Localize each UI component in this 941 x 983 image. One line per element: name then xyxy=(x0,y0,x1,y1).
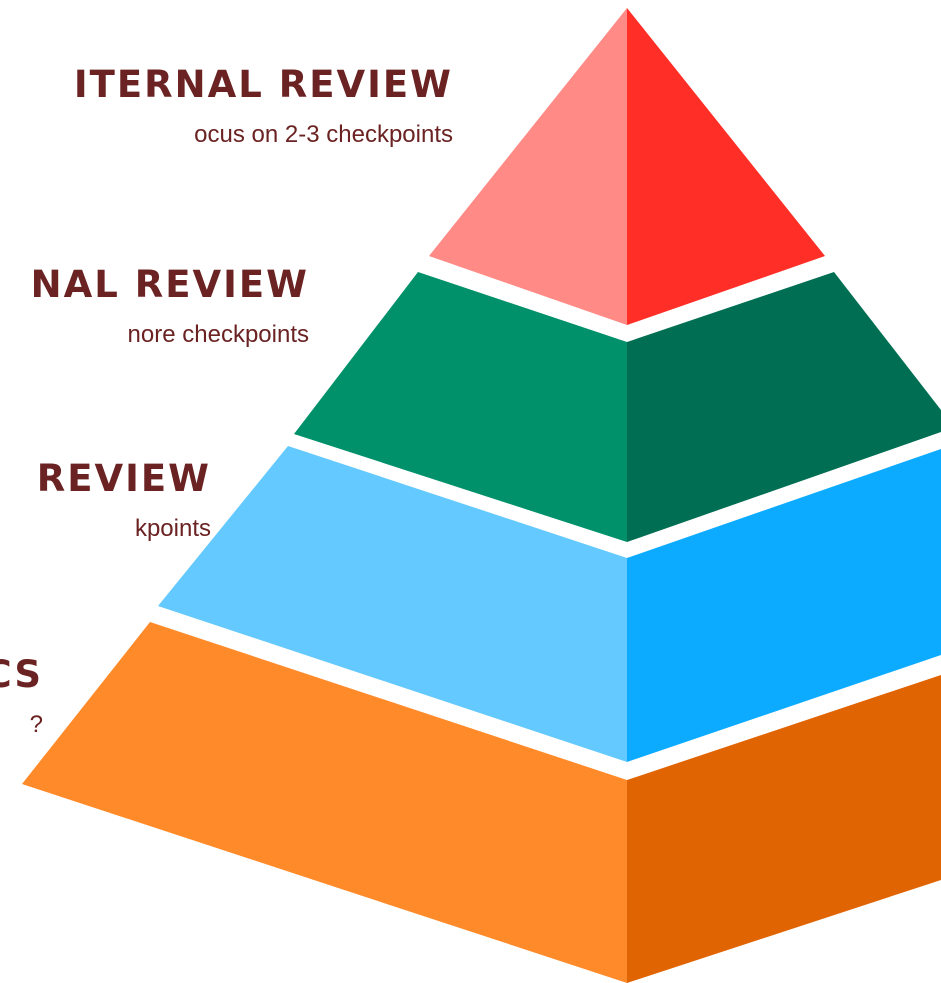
level-3-description: kpoints xyxy=(134,515,211,542)
level-3-face-right xyxy=(627,449,941,762)
level-4-label: CS ? xyxy=(0,652,43,740)
level-1-face-left xyxy=(429,8,627,325)
level-1-title: ITERNAL REVIEW xyxy=(73,63,453,106)
level-4-description: ? xyxy=(29,711,43,738)
level-2-face-right xyxy=(627,272,941,542)
level-3-title: REVIEW xyxy=(36,457,211,500)
level-3-face-left xyxy=(158,446,627,762)
level-2-description: nore checkpoints xyxy=(127,321,309,348)
level-1-face-right xyxy=(627,8,825,325)
level-2-title: NAL REVIEW xyxy=(30,263,309,306)
level-1-label: ITERNAL REVIEW ocus on 2-3 checkpoints xyxy=(74,62,453,150)
level-3-label: REVIEW kpoints xyxy=(37,456,211,544)
level-2-label: NAL REVIEW nore checkpoints xyxy=(31,262,309,350)
level-4-face-left xyxy=(22,622,627,983)
level-1-description: ocus on 2-3 checkpoints xyxy=(194,121,453,148)
level-2-face-left xyxy=(294,272,627,542)
level-4-face-right xyxy=(627,675,941,983)
level-4-title: CS xyxy=(0,653,43,696)
